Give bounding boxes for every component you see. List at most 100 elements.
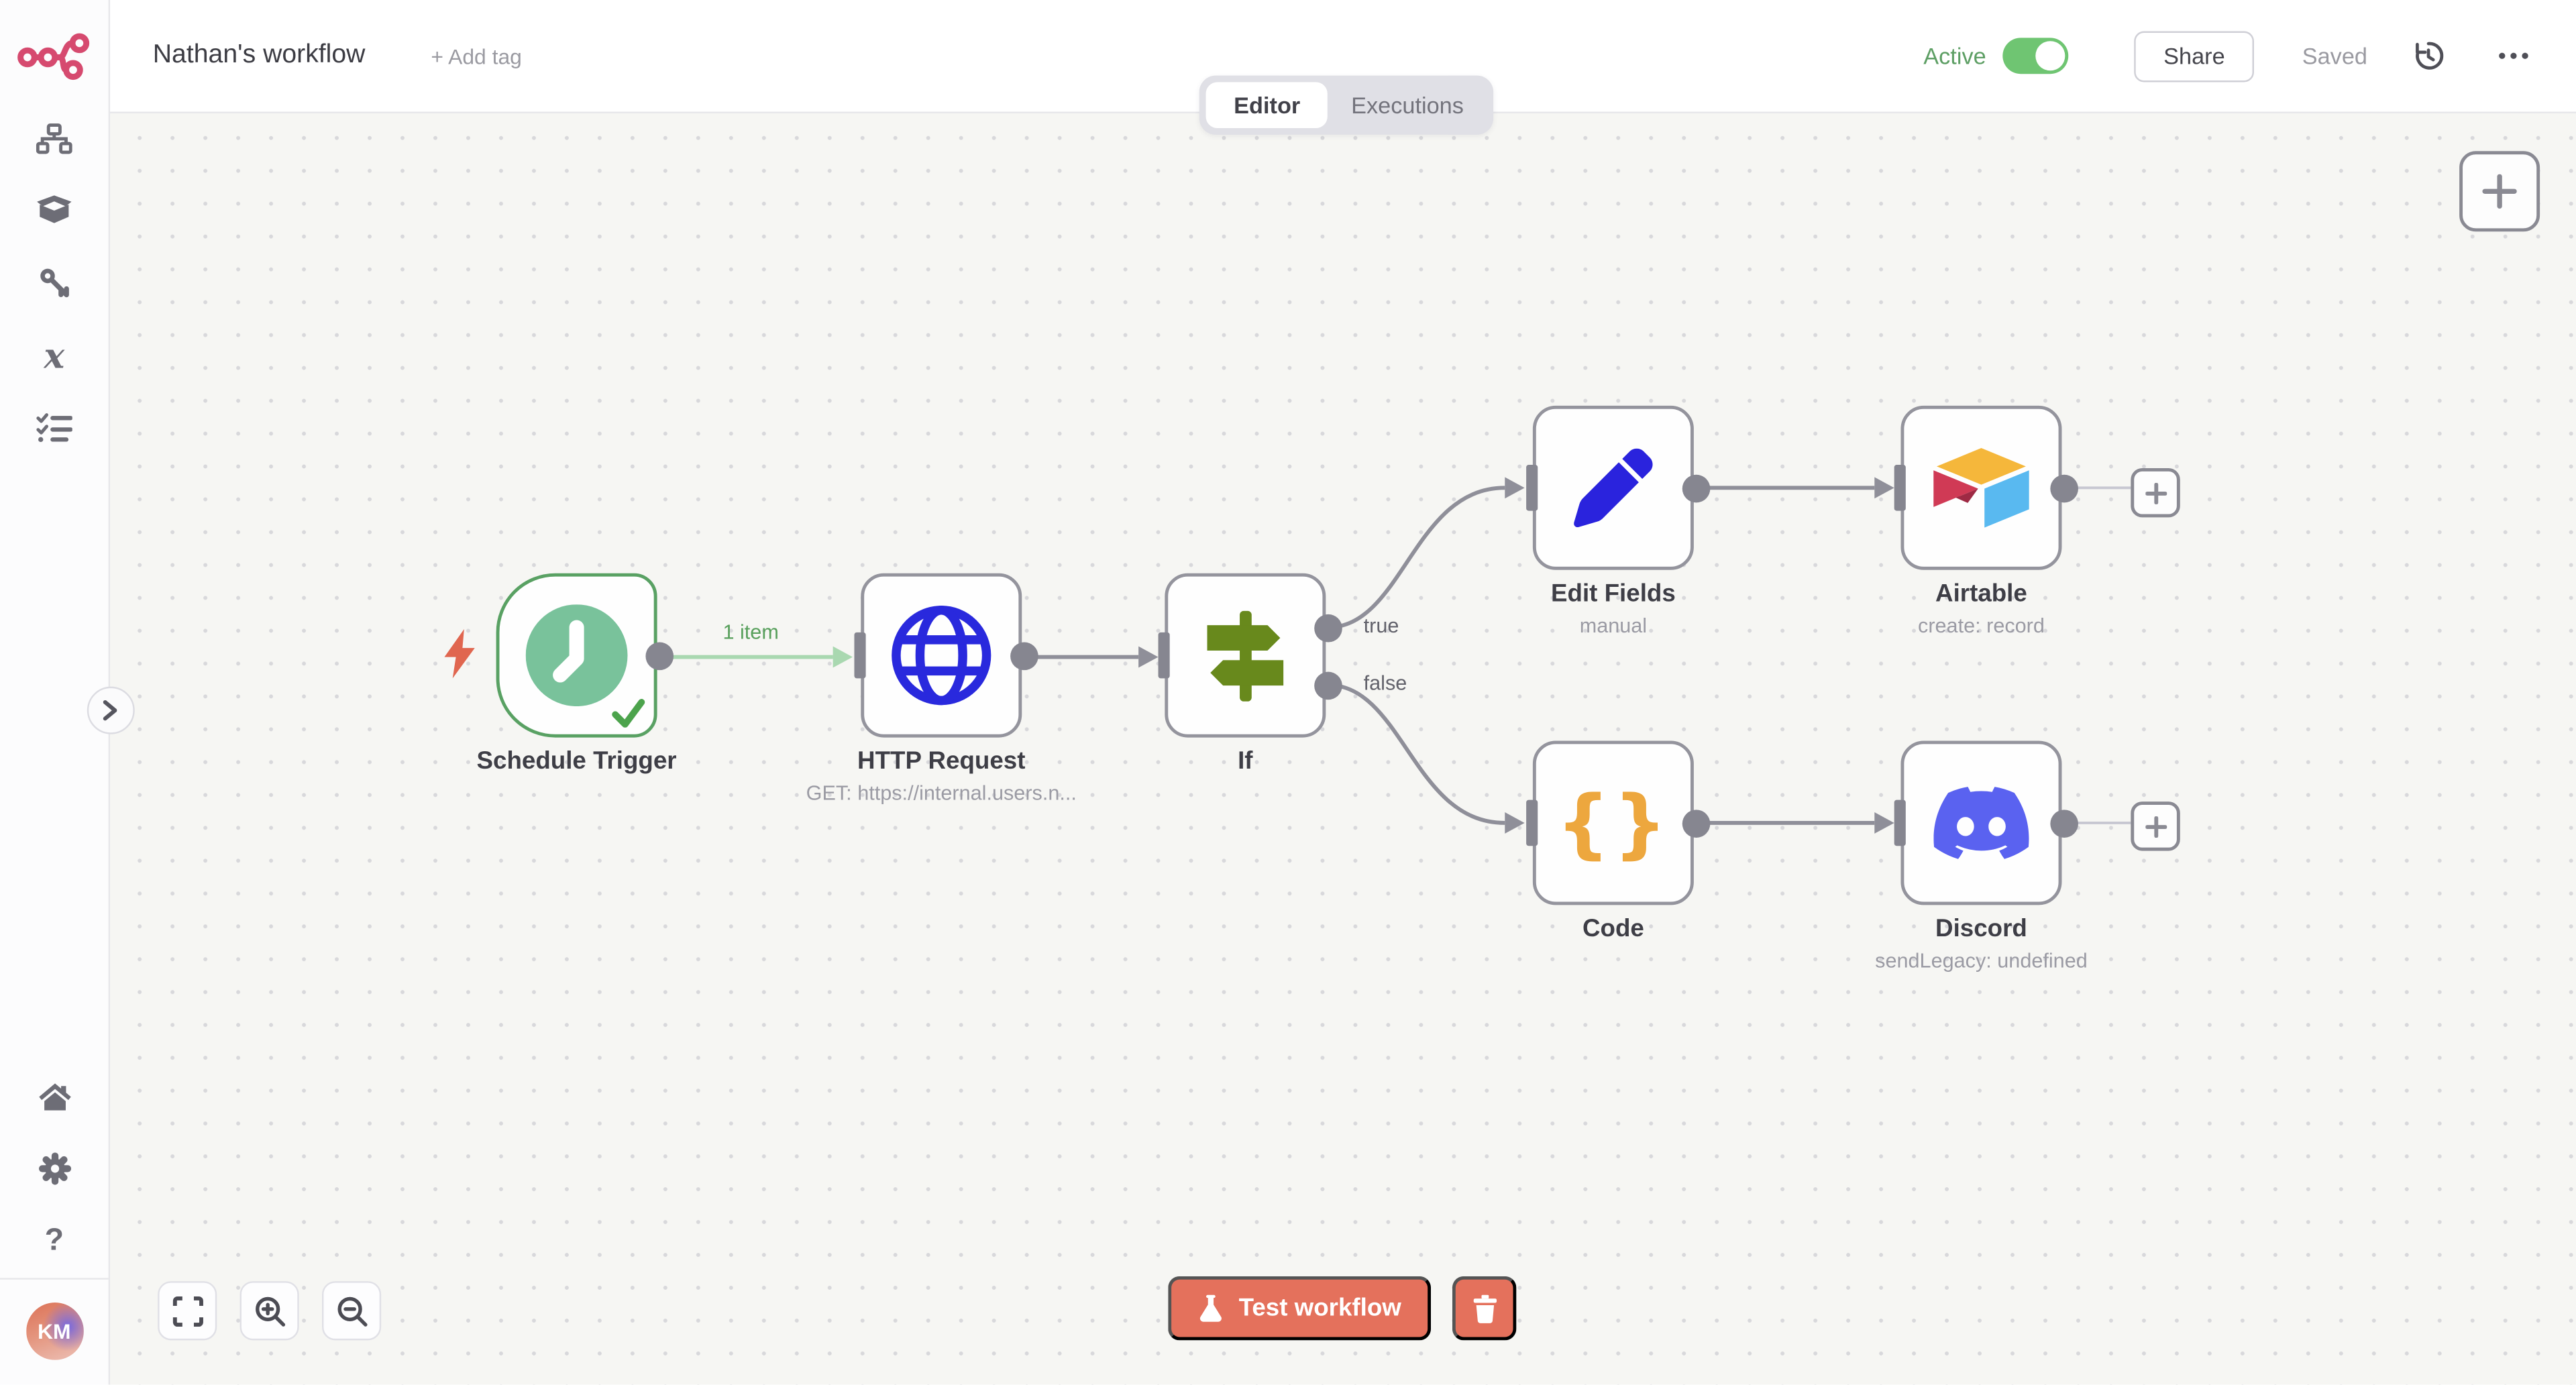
input-port[interactable] bbox=[1526, 465, 1538, 511]
more-menu-button[interactable] bbox=[2494, 36, 2534, 76]
node-box[interactable] bbox=[1532, 405, 1694, 570]
node-title: Code bbox=[1582, 915, 1644, 943]
chevron-right-icon bbox=[103, 699, 117, 720]
sidebar-item-settings[interactable] bbox=[0, 1131, 109, 1204]
node-title: Discord bbox=[1935, 915, 2027, 943]
output-port-false[interactable] bbox=[1314, 671, 1342, 700]
output-label-false: false bbox=[1363, 671, 1407, 695]
toggle-knob bbox=[2035, 41, 2065, 71]
node-http-request[interactable]: HTTP Request GET: https://internal.users… bbox=[806, 573, 1077, 805]
node-title: HTTP Request bbox=[857, 747, 1026, 775]
sidebar-item-workflows[interactable] bbox=[0, 102, 109, 174]
plus-icon bbox=[2482, 174, 2517, 209]
node-box[interactable]: {} bbox=[1532, 740, 1694, 905]
node-box[interactable] bbox=[861, 573, 1022, 738]
sidebar: x bbox=[0, 0, 111, 1384]
output-port[interactable] bbox=[2050, 474, 2078, 502]
node-subtitle: create: record bbox=[1918, 614, 2045, 638]
zoom-in-button[interactable] bbox=[239, 1281, 299, 1341]
active-label: Active bbox=[1923, 42, 1986, 69]
input-port[interactable] bbox=[1526, 799, 1538, 846]
add-node-after-discord-button[interactable] bbox=[2131, 801, 2180, 851]
connection-if-false-code[interactable] bbox=[1327, 683, 1505, 825]
signpost-icon bbox=[1207, 610, 1284, 702]
node-title: Airtable bbox=[1935, 579, 2027, 608]
user-avatar[interactable]: KM bbox=[25, 1303, 83, 1360]
discord-icon bbox=[1933, 787, 2029, 859]
node-title: If bbox=[1238, 747, 1253, 775]
curly-braces-icon: {} bbox=[1556, 778, 1671, 868]
node-subtitle: manual bbox=[1579, 614, 1648, 638]
input-port[interactable] bbox=[1894, 799, 1906, 846]
home-icon bbox=[38, 1083, 70, 1110]
sidebar-item-executions[interactable] bbox=[0, 391, 109, 463]
node-airtable[interactable]: Airtable create: record bbox=[1894, 405, 2078, 637]
tab-editor[interactable]: Editor bbox=[1205, 82, 1328, 129]
arrowhead bbox=[1505, 477, 1525, 499]
success-check-icon bbox=[612, 699, 645, 728]
item-count-label: 1 item bbox=[722, 620, 779, 645]
checklist-icon bbox=[36, 412, 72, 441]
arrowhead bbox=[1138, 646, 1159, 668]
zoom-out-button[interactable] bbox=[322, 1281, 382, 1341]
tab-executions[interactable]: Executions bbox=[1351, 92, 1464, 119]
zoom-out-icon bbox=[337, 1296, 367, 1326]
arrowhead bbox=[1874, 812, 1894, 834]
node-subtitle: sendLegacy: undefined bbox=[1875, 949, 2088, 973]
output-port[interactable] bbox=[1010, 641, 1038, 669]
node-box[interactable] bbox=[496, 573, 657, 738]
add-node-after-airtable-button[interactable] bbox=[2131, 467, 2180, 518]
plus-icon bbox=[2145, 482, 2166, 504]
zoom-in-icon bbox=[254, 1296, 284, 1326]
output-port[interactable] bbox=[1682, 809, 1711, 837]
node-edit-fields[interactable]: Edit Fields manual bbox=[1526, 405, 1711, 637]
arrowhead bbox=[1505, 812, 1525, 834]
add-node-button[interactable] bbox=[2459, 151, 2540, 232]
sidebar-item-credentials[interactable] bbox=[0, 246, 109, 319]
input-port[interactable] bbox=[1158, 632, 1170, 679]
node-box[interactable] bbox=[1165, 573, 1326, 738]
sidebar-item-help[interactable]: ? bbox=[0, 1204, 109, 1276]
globe-icon bbox=[892, 606, 991, 706]
sidebar-expand-button[interactable] bbox=[86, 685, 134, 734]
connection-if-true-edit-fields[interactable] bbox=[1327, 486, 1505, 630]
active-toggle[interactable] bbox=[2002, 38, 2069, 74]
clock-icon bbox=[525, 604, 628, 707]
input-port[interactable] bbox=[854, 632, 866, 679]
node-code[interactable]: {} Code bbox=[1526, 740, 1711, 943]
output-port[interactable] bbox=[645, 641, 674, 669]
node-box[interactable] bbox=[1900, 405, 2062, 570]
delete-workflow-button[interactable] bbox=[1452, 1276, 1517, 1341]
node-title: Schedule Trigger bbox=[476, 747, 677, 775]
test-workflow-button[interactable]: Test workflow bbox=[1168, 1276, 1432, 1341]
input-port[interactable] bbox=[1894, 465, 1906, 511]
node-box[interactable] bbox=[1900, 740, 2062, 905]
airtable-icon bbox=[1933, 448, 2029, 528]
history-button[interactable] bbox=[2408, 36, 2448, 76]
fit-view-button[interactable] bbox=[158, 1281, 217, 1341]
workflow-title[interactable]: Nathan's workflow bbox=[152, 41, 366, 69]
share-button[interactable]: Share bbox=[2134, 30, 2255, 82]
open-box-icon bbox=[37, 195, 72, 223]
trigger-bolt-icon bbox=[444, 628, 475, 679]
node-discord[interactable]: Discord sendLegacy: undefined bbox=[1875, 740, 2088, 973]
test-workflow-label: Test workflow bbox=[1238, 1294, 1401, 1323]
sidebar-item-templates[interactable] bbox=[0, 174, 109, 247]
sidebar-item-variables[interactable]: x bbox=[0, 319, 109, 391]
node-title: Edit Fields bbox=[1551, 579, 1676, 608]
key-icon bbox=[40, 268, 69, 298]
output-port-true[interactable] bbox=[1314, 613, 1342, 642]
arrowhead bbox=[833, 646, 853, 668]
node-schedule-trigger[interactable]: Schedule Trigger bbox=[444, 573, 677, 775]
saved-status: Saved bbox=[2302, 42, 2367, 69]
sidebar-item-home[interactable] bbox=[0, 1060, 109, 1132]
output-port[interactable] bbox=[2050, 809, 2078, 837]
node-if[interactable]: If bbox=[1158, 573, 1342, 775]
history-icon bbox=[2416, 42, 2444, 70]
workflow-canvas[interactable]: Editor Executions 1 item bbox=[108, 75, 2576, 1384]
view-tabs: Editor Executions bbox=[1199, 75, 1493, 135]
n8n-logo-icon[interactable] bbox=[16, 26, 92, 82]
output-port[interactable] bbox=[1682, 474, 1711, 502]
add-tag-button[interactable]: + Add tag bbox=[431, 43, 522, 68]
